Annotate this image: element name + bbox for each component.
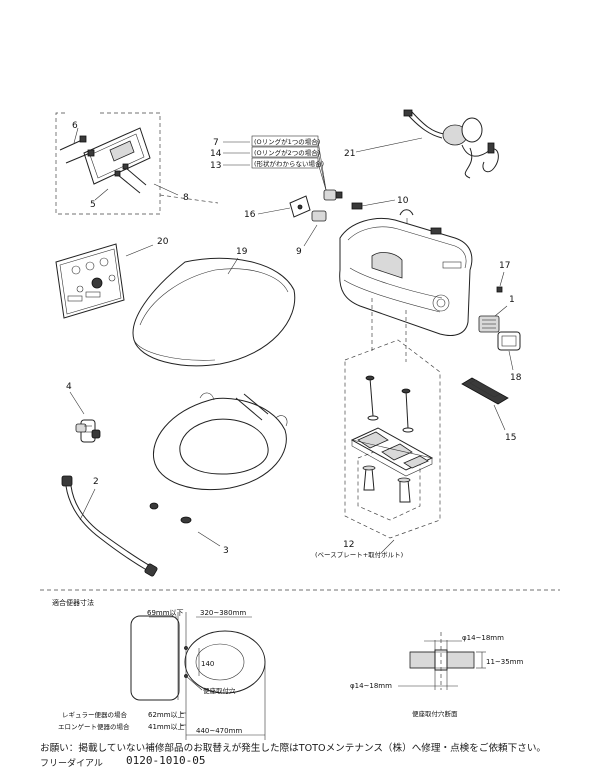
supply-hose: 2 xyxy=(61,475,158,577)
part-number-16: 16 xyxy=(244,210,256,220)
toilet-seat: 3 xyxy=(149,392,288,556)
part-number-6: 6 xyxy=(72,121,78,131)
part-number-13: 13 xyxy=(210,161,221,171)
part-number-8: 8 xyxy=(183,193,189,203)
toilet-lid: 19 xyxy=(132,247,296,367)
part-number-12: 12 xyxy=(343,540,354,550)
fittings: 16 9 10 11 xyxy=(244,189,414,257)
part-number-9: 9 xyxy=(296,247,302,257)
base-plate-group: 12 (ベースプレート+取付ボルト) xyxy=(315,298,441,559)
hole-thickness: 11~35mm xyxy=(486,658,523,666)
part-number-19: 19 xyxy=(236,247,248,257)
elongated-bowl-value: 41mm以上 xyxy=(148,722,185,731)
part-number-3: 3 xyxy=(223,546,229,556)
dimension-hole-pitch: 140 xyxy=(201,660,214,668)
dimension-length-range: 440~470mm xyxy=(196,727,242,735)
remote-mount-group: 6 5 8 xyxy=(55,112,219,215)
part-number-5: 5 xyxy=(90,200,96,210)
part-number-4: 4 xyxy=(66,382,72,392)
main-unit xyxy=(339,217,473,336)
part-number-18: 18 xyxy=(510,373,522,383)
note-part-7: (Oリングが1つの場合) xyxy=(254,137,320,146)
dimension-section-title: 適合便器寸法 xyxy=(52,598,94,607)
part-number-15: 15 xyxy=(505,433,516,443)
valve: 4 xyxy=(66,382,101,443)
footer-notice: お願い：掲載していない補修部品のお取替えが発生した際はTOTOメンテナンス（株）… xyxy=(40,743,547,754)
power-cord: 21 xyxy=(344,109,499,179)
note-part-14: (Oリングが2つの場合) xyxy=(254,148,320,157)
part-number-7: 7 xyxy=(213,138,219,148)
note-part-12: (ベースプレート+取付ボルト) xyxy=(315,550,403,559)
remote-control: 20 xyxy=(55,237,169,319)
seat-dimension-diagram: 適合便器寸法 69mm以下 320~380mm 140 便座取付穴 レギュラー便… xyxy=(52,598,266,740)
note-part-13: (形状がわからない場合) xyxy=(254,159,324,168)
dimension-width-max: 69mm以下 xyxy=(147,609,184,617)
dimension-hole-label: 便座取付穴 xyxy=(203,686,236,695)
regular-bowl-label: レギュラー便器の場合 xyxy=(62,710,128,719)
part-number-1: 1 xyxy=(509,295,515,305)
hole-section-label: 便座取付穴断面 xyxy=(412,709,458,718)
hole-cross-section: φ14~18mm 11~35mm φ14~18mm 便座取付穴断面 xyxy=(350,632,523,718)
regular-bowl-value: 62mm以上 xyxy=(148,710,185,719)
part-number-17: 17 xyxy=(499,261,510,271)
hole-diameter-bottom: φ14~18mm xyxy=(350,682,392,690)
part-number-14: 14 xyxy=(210,149,222,159)
part-number-10: 10 xyxy=(397,196,409,206)
freedial-number: 0120-1010-05 xyxy=(126,754,206,767)
hole-diameter-top: φ14~18mm xyxy=(462,634,504,642)
freedial-label: フリーダイアル xyxy=(40,759,103,769)
part-number-2: 2 xyxy=(93,477,99,487)
elongated-bowl-label: エロンゲート便器の場合 xyxy=(58,722,130,731)
dimension-width-range: 320~380mm xyxy=(200,609,246,617)
part-notes: 7 14 13 (Oリングが1つの場合) (Oリングが2つの場合) (形状がわか… xyxy=(210,135,327,191)
part-number-21: 21 xyxy=(344,149,355,159)
side-parts: 17 1 18 15 xyxy=(461,261,522,443)
part-number-20: 20 xyxy=(157,237,169,247)
